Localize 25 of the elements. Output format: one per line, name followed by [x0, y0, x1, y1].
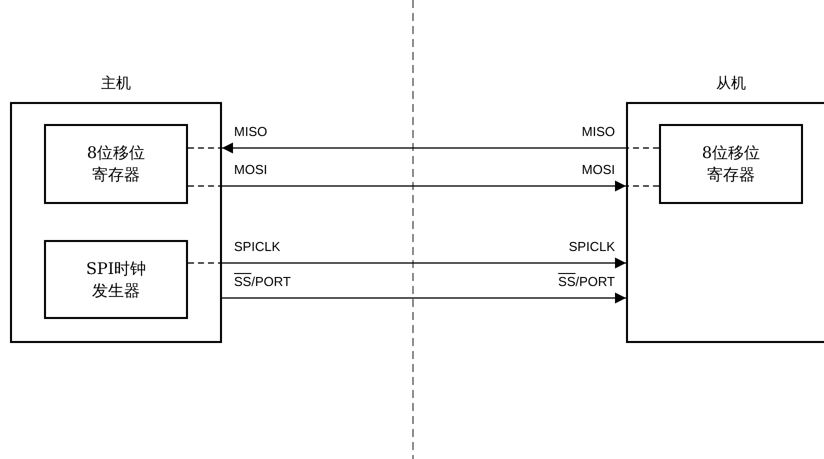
device-heading: 主机	[100, 74, 132, 93]
signal-arrow	[222, 258, 626, 268]
module-box	[44, 124, 188, 204]
dashed-line	[626, 147, 659, 149]
module-box	[659, 124, 803, 204]
module-label: 8位移位寄存器	[700, 142, 762, 186]
dashed-line	[626, 185, 659, 187]
signal-label: SS/PORT	[233, 274, 292, 289]
signal-label: MISO	[580, 124, 616, 139]
module-label: SPI时钟发生器	[84, 258, 148, 302]
module-label: 8位移位寄存器	[86, 142, 146, 186]
signal-label: MOSI	[233, 162, 268, 177]
signal-label: SS/PORT	[557, 274, 616, 289]
signal-arrow	[222, 180, 626, 192]
signal-label: MISO	[233, 124, 268, 139]
dashed-line	[188, 147, 222, 149]
signal-label: MOSI	[580, 162, 616, 177]
signal-arrow	[222, 292, 626, 304]
dashed-line	[188, 185, 222, 187]
module-box	[44, 240, 188, 319]
signal-arrow	[222, 142, 626, 154]
dashed-line	[188, 262, 222, 264]
signal-label: SPICLK	[233, 239, 282, 254]
signal-label: SPICLK	[568, 239, 616, 254]
device-heading: 从机	[715, 74, 747, 93]
